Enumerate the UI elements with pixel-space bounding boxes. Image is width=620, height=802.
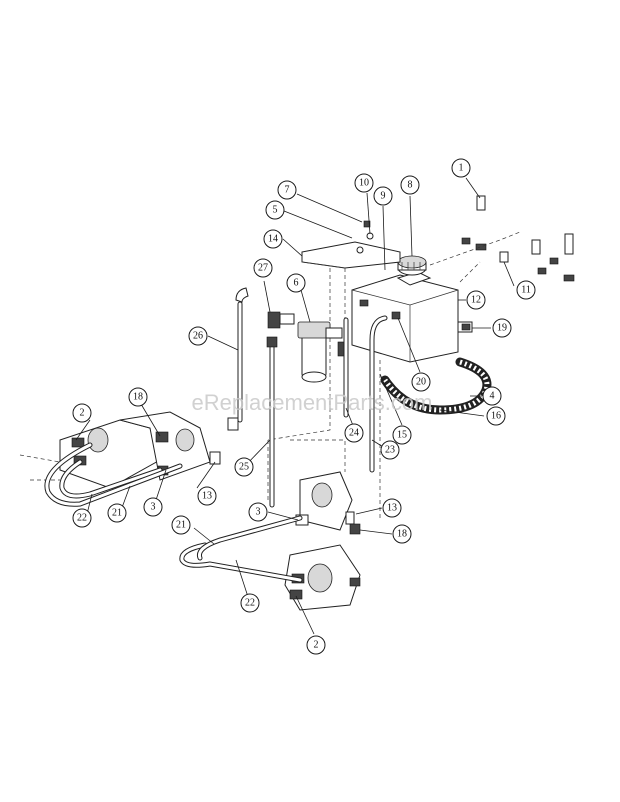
callout-24[interactable]: 24 [344,423,364,443]
callout-3[interactable]: 3 [143,497,163,517]
callout-label: 10 [359,178,369,189]
callout-label: 11 [521,285,531,296]
callout-21[interactable]: 21 [171,515,191,535]
callout-2[interactable]: 2 [306,635,326,655]
callout-label: 18 [133,392,143,403]
callout-label: 13 [387,503,397,514]
callout-label: 2 [80,408,85,419]
callout-10[interactable]: 10 [354,173,374,193]
fitting-27 [267,311,295,329]
leader-lines [75,177,515,635]
callout-7[interactable]: 7 [277,180,297,200]
callout-22[interactable]: 22 [72,508,92,528]
callout-4[interactable]: 4 [482,386,502,406]
left-pump-hoses [44,442,183,507]
callout-20[interactable]: 20 [411,372,431,392]
part-drawings [19,195,575,611]
callout-25[interactable]: 25 [234,457,254,477]
callout-label: 3 [151,502,156,513]
callout-19[interactable]: 19 [492,318,512,338]
callout-label: 12 [471,295,481,306]
callout-18[interactable]: 18 [128,387,148,407]
callout-label: 26 [193,331,203,342]
callout-label: 16 [491,411,501,422]
oil-filter [297,321,349,383]
callout-6[interactable]: 6 [286,273,306,293]
callout-label: 3 [256,507,261,518]
callout-11[interactable]: 11 [516,280,536,300]
callouts: 1 2 2 3 3 4 5 6 7 8 9 10 11 12 13 13 14 … [72,158,536,655]
callout-label: 14 [268,234,278,245]
callout-label: 4 [490,391,495,402]
right-pump [267,439,361,611]
vertical-hoses [235,287,388,520]
callout-label: 2 [314,640,319,651]
callout-8[interactable]: 8 [400,175,420,195]
left-pump [19,411,239,489]
callout-13[interactable]: 13 [382,498,402,518]
callout-label: 18 [397,529,407,540]
suction-hose [380,357,492,415]
callout-label: 5 [273,205,278,216]
callout-label: 21 [112,508,122,519]
callout-14[interactable]: 14 [263,229,283,249]
callout-label: 24 [349,428,359,439]
callout-23[interactable]: 23 [380,440,400,460]
callout-label: 22 [245,598,255,609]
callout-label: 9 [381,191,386,202]
callout-21[interactable]: 21 [107,503,127,523]
callout-2[interactable]: 2 [72,403,92,423]
callout-label: 22 [77,513,87,524]
callout-12[interactable]: 12 [466,290,486,310]
callout-label: 20 [416,377,426,388]
callout-18[interactable]: 18 [392,524,412,544]
callout-label: 7 [285,185,290,196]
reservoir-tank [351,255,473,363]
callout-label: 21 [176,520,186,531]
callout-22[interactable]: 22 [240,593,260,613]
callout-label: 23 [385,445,395,456]
callout-label: 19 [497,323,507,334]
callout-16[interactable]: 16 [486,406,506,426]
loose-hardware [429,195,575,283]
mount-bracket [267,220,401,441]
callout-label: 25 [239,462,249,473]
callout-label: 13 [202,491,212,502]
callout-3[interactable]: 3 [248,502,268,522]
callout-1[interactable]: 1 [451,158,471,178]
callout-13[interactable]: 13 [197,486,217,506]
callout-27[interactable]: 27 [253,258,273,278]
callout-label: 8 [408,180,413,191]
callout-9[interactable]: 9 [373,186,393,206]
callout-label: 15 [397,430,407,441]
watermark-text: eReplacementParts.com [192,390,433,415]
callout-26[interactable]: 26 [188,326,208,346]
callout-label: 27 [258,263,268,274]
callout-label: 1 [459,163,464,174]
right-pump-hoses [179,515,303,583]
callout-5[interactable]: 5 [265,200,285,220]
callout-label: 6 [294,278,299,289]
callout-15[interactable]: 15 [392,425,412,445]
